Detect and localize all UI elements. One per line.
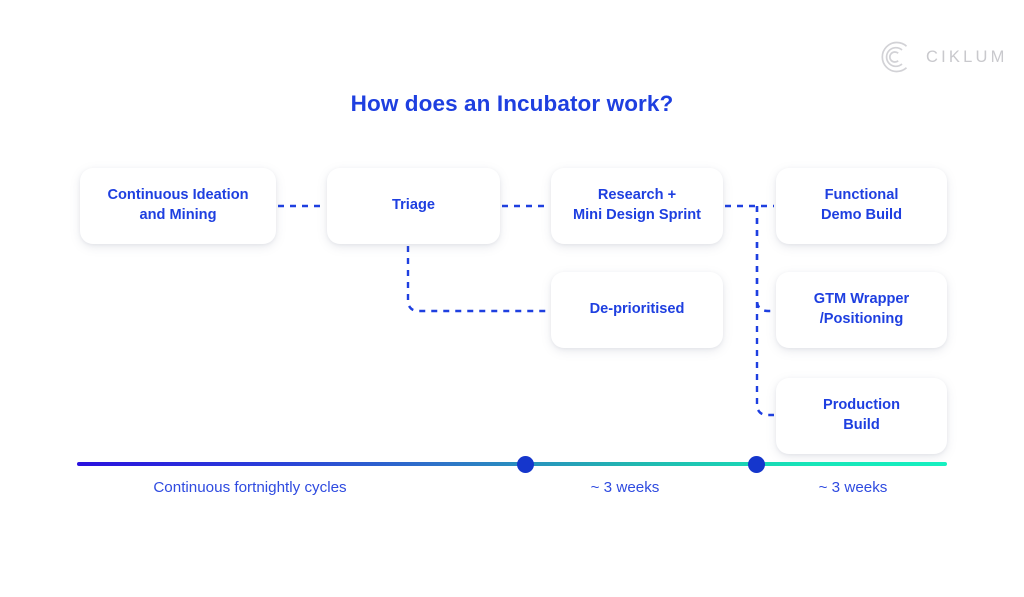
card-continuous-ideation-and-mining[interactable]: Continuous Ideation and Mining: [80, 168, 276, 244]
timeline-label-continuous-fortnightly-cycles: Continuous fortnightly cycles: [153, 479, 347, 496]
card-gtm-wrapper-positioning[interactable]: GTM Wrapper /Positioning: [776, 272, 947, 348]
connector-functional-gtm: [755, 206, 774, 313]
card-de-prioritised[interactable]: De-prioritised: [551, 272, 723, 348]
connector-triage-deprio: [406, 246, 549, 313]
timeline-track: [77, 462, 947, 466]
timeline-marker-2[interactable]: [748, 456, 765, 473]
timeline-label-segment-2: ~ 3 weeks: [590, 479, 660, 496]
card-functional-demo-build[interactable]: Functional Demo Build: [776, 168, 947, 244]
page-title: How does an Incubator work?: [350, 91, 674, 116]
brand-logo: CIKLUM: [876, 38, 1008, 76]
card-production-build[interactable]: Production Build: [776, 378, 947, 454]
card-triage[interactable]: Triage: [327, 168, 500, 244]
timeline-label-segment-3: ~ 3 weeks: [818, 479, 888, 496]
timeline-marker-1[interactable]: [517, 456, 534, 473]
ciklum-c-arcs-logo-icon: [881, 41, 908, 73]
card-research-mini-design-sprint[interactable]: Research + Mini Design Sprint: [551, 168, 723, 244]
brand-wordmark: CIKLUM: [926, 47, 1008, 66]
connector-functional-production: [755, 206, 774, 417]
